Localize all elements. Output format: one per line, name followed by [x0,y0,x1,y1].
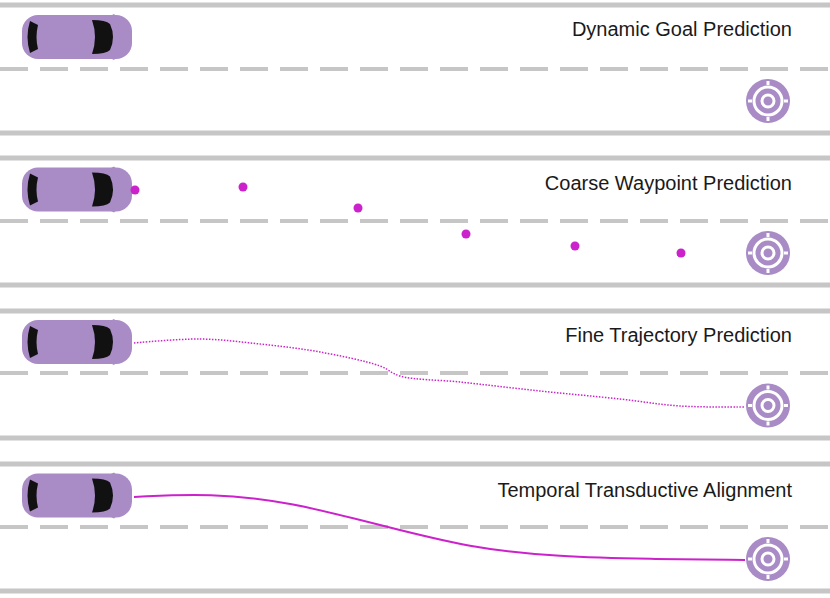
panel-label: Coarse Waypoint Prediction [543,172,794,195]
panel-label: Temporal Transductive Alignment [495,479,794,502]
road-panel [0,158,830,285]
panel-label: Dynamic Goal Prediction [570,18,794,41]
goal-target [746,384,790,428]
goal-target [746,231,790,275]
car-icon [22,473,132,519]
goal-target [746,79,790,123]
fine-trajectory [134,339,745,407]
car-icon [22,14,132,60]
goal-target [746,537,790,581]
road-panel [0,5,830,133]
road-panel [0,311,830,438]
car-icon [22,167,132,213]
aligned-trajectory [134,495,745,560]
waypoint-dot [239,183,248,192]
car-icon [22,319,132,365]
road-panel [0,464,830,591]
waypoint-dot [677,249,686,258]
waypoint-dot [462,230,471,239]
panel-label: Fine Trajectory Prediction [563,324,794,347]
waypoint-dot [571,242,580,251]
waypoint-dot [131,186,140,195]
waypoint-dot [354,204,363,213]
